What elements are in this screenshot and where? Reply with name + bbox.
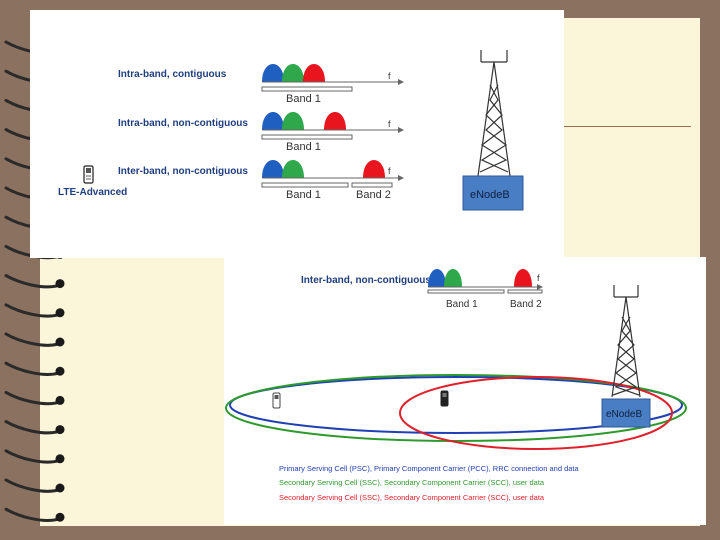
band-label: Band 1 <box>286 93 321 105</box>
band-bracket <box>427 289 505 294</box>
carrier-red <box>514 269 532 287</box>
carrier-row-1: f Band 1 <box>261 64 404 105</box>
row-label-inter-noncontiguous: Inter-band, non-contiguous <box>301 275 431 286</box>
carrier-red <box>363 160 385 178</box>
carrier-row: f Band 1 Band 2 <box>427 269 543 310</box>
enodeb-box <box>601 398 651 428</box>
row-label-intra-contiguous: Intra-band, contiguous <box>118 69 227 80</box>
row-label-inter-noncontiguous: Inter-band, non-contiguous <box>118 166 248 177</box>
carrier-blue <box>262 64 284 82</box>
carrier-row-2: f Band 1 <box>261 112 404 153</box>
band-label: Band 1 <box>286 141 321 153</box>
device-label: LTE-Advanced <box>58 187 127 198</box>
spiral-coil <box>4 303 65 318</box>
legend-primary-cell: Primary Serving Cell (PSC), Primary Comp… <box>279 464 580 473</box>
spiral-coil <box>4 449 65 464</box>
title-rule <box>563 126 691 127</box>
phone-icon <box>83 165 94 184</box>
legend-secondary-cell-green: Secondary Serving Cell (SSC), Secondary … <box>279 478 545 487</box>
enodeb-label: eNodeB <box>470 189 510 201</box>
spiral-coil <box>4 274 65 289</box>
band-bracket <box>261 86 353 92</box>
spiral-coil <box>4 332 65 347</box>
carrier-red <box>324 112 346 130</box>
spiral-coil <box>4 390 65 406</box>
spiral-coil <box>4 361 65 376</box>
carrier-green <box>282 64 304 82</box>
carrier-green <box>444 269 462 287</box>
legend-secondary-cell-red: Secondary Serving Cell (SSC), Secondary … <box>279 493 545 502</box>
enodeb-box <box>462 175 524 211</box>
secondary-cell-coverage-green <box>225 374 687 442</box>
primary-cell-coverage <box>229 376 683 434</box>
axis-label-f: f <box>537 273 540 283</box>
axis-arrow-icon <box>398 79 404 85</box>
band2-bracket <box>507 289 543 294</box>
carrier-blue <box>262 160 284 178</box>
secondary-cell-coverage-red <box>399 376 673 450</box>
carrier-aggregation-diagram: Intra-band, contiguous f Band 1 Intra-ba… <box>30 10 564 258</box>
carrier-row-3: f Band 1 Band 2 <box>261 160 404 201</box>
band-label: Band 1 <box>286 189 321 201</box>
band-bracket <box>261 182 349 188</box>
enodeb-label: eNodeB <box>606 409 642 420</box>
axis-arrow-icon <box>398 127 404 133</box>
band2-label: Band 2 <box>510 299 542 310</box>
spiral-coil <box>4 420 65 435</box>
carrier-blue <box>428 269 446 287</box>
axis-label-f: f <box>388 71 391 81</box>
band2-label: Band 2 <box>356 189 391 201</box>
cell-tower-icon <box>477 50 511 177</box>
band-bracket <box>261 134 353 140</box>
carrier-blue <box>262 112 284 130</box>
phone-icon <box>440 390 449 407</box>
spiral-coil <box>4 478 65 493</box>
serving-cell-diagram: Inter-band, non-contiguous f Band 1 Band… <box>224 257 706 525</box>
carrier-green <box>282 160 304 178</box>
axis-label-f: f <box>388 166 391 176</box>
band2-bracket <box>351 182 393 188</box>
axis-arrow-icon <box>398 175 404 181</box>
phone-icon <box>272 392 281 409</box>
band-label: Band 1 <box>446 299 478 310</box>
carrier-red <box>303 64 325 82</box>
carrier-green <box>282 112 304 130</box>
axis-label-f: f <box>388 119 391 129</box>
cell-tower-icon <box>611 285 641 398</box>
spiral-coil <box>4 507 65 522</box>
axis-arrow-icon <box>537 284 543 290</box>
row-label-intra-noncontiguous: Intra-band, non-contiguous <box>118 118 248 129</box>
